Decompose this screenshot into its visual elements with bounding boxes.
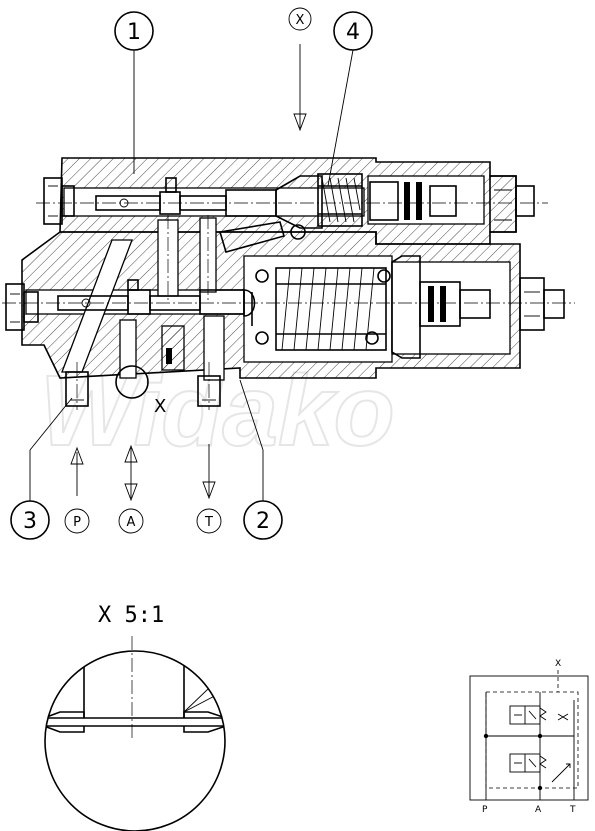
spring-chamber	[243, 255, 393, 363]
port-label-a: A	[118, 508, 144, 534]
pilot-spring	[317, 173, 363, 227]
symbol-label-p: P	[482, 805, 488, 815]
lower-lock-nut	[519, 277, 545, 331]
upper-nut	[43, 177, 63, 225]
detail-view	[44, 636, 226, 831]
svg-text:A: A	[127, 515, 136, 530]
detail-label: X	[154, 396, 166, 417]
arrow-a	[124, 444, 138, 502]
svg-text:4: 4	[346, 20, 360, 45]
port-label-t: T	[196, 508, 222, 534]
section-view	[2, 157, 575, 410]
detail-title: X 5:1	[98, 603, 164, 628]
svg-text:1: 1	[127, 20, 141, 45]
callout-3: 3	[10, 397, 73, 540]
svg-text:3: 3	[23, 509, 37, 534]
svg-text:X: X	[296, 13, 305, 28]
symbol-label-t: T	[569, 805, 576, 815]
callout-4: 4	[327, 11, 373, 187]
callout-2: 2	[239, 379, 283, 540]
detail-circle	[115, 365, 149, 399]
hydraulic-symbol: X P A T	[469, 659, 589, 815]
callout-1: 1	[114, 11, 154, 174]
arrow-t	[202, 444, 216, 500]
view-x-marker: X	[288, 7, 312, 132]
svg-text:P: P	[73, 515, 81, 530]
svg-text:T: T	[204, 515, 213, 530]
symbol-label-x: X	[555, 659, 561, 669]
arrow-p	[70, 446, 84, 496]
symbol-label-a: A	[535, 805, 542, 815]
port-label-p: P	[64, 508, 90, 534]
main-spring	[251, 267, 391, 351]
svg-text:2: 2	[256, 509, 270, 534]
